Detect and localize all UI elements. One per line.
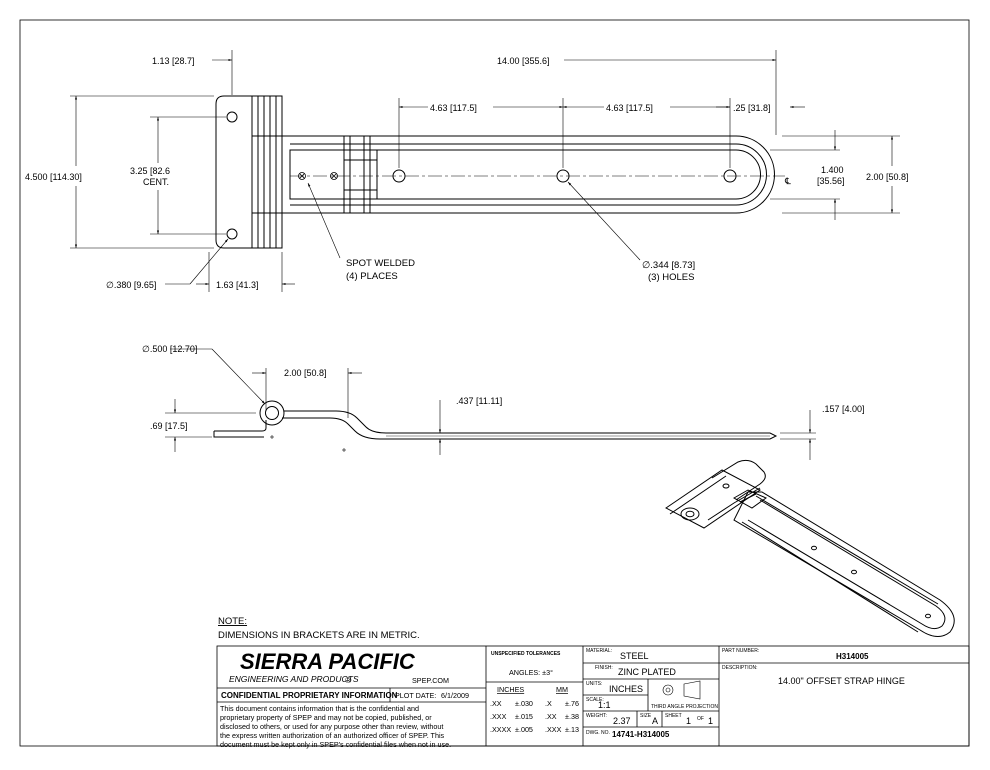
confidential-heading: CONFIDENTIAL PROPRIETARY INFORMATION bbox=[221, 691, 398, 700]
tol-row-1-mm: .X bbox=[545, 699, 552, 708]
callout-holes-count: (3) HOLES bbox=[648, 272, 694, 283]
dim-leaf-width-bottom: 1.63 [41.3] bbox=[216, 280, 259, 290]
dim-hole-spacing-1: 4.63 [117.5] bbox=[430, 103, 477, 113]
tol-row-3-mm-tol: ±.13 bbox=[565, 725, 579, 734]
side-view-labels: ∅.500 [12.70] 2.00 [50.8] .69 [17.5] .43… bbox=[142, 344, 865, 431]
callout-spot-welded-count: (4) PLACES bbox=[346, 271, 398, 282]
dim-strap-width: 2.00 [50.8] bbox=[866, 172, 909, 182]
title-block-text: SIERRA PACIFIC ENGINEERING AND PRODUCTS … bbox=[220, 648, 905, 749]
part-number-label: PART NUMBER: bbox=[722, 648, 759, 654]
dim-hole-center: 3.25 [82.6 bbox=[130, 166, 170, 176]
confidential-line-3: disclosed to others, or used for any pur… bbox=[220, 722, 443, 731]
projection-label: THIRD ANGLE PROJECTION bbox=[651, 704, 718, 710]
weight-value: 2.37 bbox=[613, 716, 631, 726]
drawing-number: 14741-H314005 bbox=[612, 730, 670, 739]
notes: NOTE: DIMENSIONS IN BRACKETS ARE IN METR… bbox=[218, 616, 420, 641]
scale-label: SCALE: bbox=[586, 697, 604, 703]
callout-holes-dia: ∅.344 [8.73] bbox=[642, 260, 695, 271]
dim-thickness-mid: .437 [11.11] bbox=[456, 396, 502, 406]
tol-row-1-in-tol: ±.030 bbox=[515, 699, 533, 708]
plot-date: 6/1/2009 bbox=[441, 691, 469, 700]
callout-spot-welded: SPOT WELDED bbox=[346, 258, 415, 269]
company-name: SIERRA PACIFIC bbox=[240, 649, 416, 674]
confidential-line-4: the express written authorization of an … bbox=[220, 731, 445, 740]
top-view-labels: 1.13 [28.7] 14.00 [355.6] 4.63 [117.5] 4… bbox=[25, 56, 909, 290]
dim-strap-inner-metric: [35.56] bbox=[817, 176, 845, 186]
centerline-symbol: ℄ bbox=[784, 176, 791, 186]
note-title: NOTE: bbox=[218, 616, 247, 627]
tolerance-mm-label: MM bbox=[556, 685, 568, 694]
weight-label: WEIGHT: bbox=[586, 713, 607, 719]
tol-row-3-mm: .XXX bbox=[545, 725, 562, 734]
finish-label: FINISH: bbox=[595, 665, 613, 671]
tol-row-3-in: .XXXX bbox=[490, 725, 511, 734]
dim-leaf-hole-dia: ∅.380 [9.65] bbox=[106, 280, 156, 290]
sheet-border bbox=[19, 19, 970, 747]
sheet-of-label: OF bbox=[697, 716, 704, 722]
title-block bbox=[216, 645, 970, 747]
confidential-line-1: This document contains information that … bbox=[220, 704, 419, 713]
drawing-number-label: DWG. NO. bbox=[586, 730, 610, 736]
dim-strap-inner: 1.400 bbox=[821, 165, 844, 175]
dim-offset-length: 2.00 [50.8] bbox=[284, 368, 327, 378]
tol-row-1-mm-tol: ±.76 bbox=[565, 699, 579, 708]
description: 14.00" OFFSET STRAP HINGE bbox=[778, 676, 905, 686]
projection-symbol bbox=[662, 680, 701, 700]
part-number: H314005 bbox=[836, 652, 869, 661]
company-website: SPEP.COM bbox=[412, 676, 449, 685]
dim-pin-dia: ∅.500 [12.70] bbox=[142, 344, 197, 354]
material-label: MATERIAL: bbox=[586, 648, 612, 654]
confidential-line-5: document must be kept only in SPEP's con… bbox=[220, 740, 451, 749]
dim-overall-height: 4.500 [114.30] bbox=[25, 172, 82, 182]
size-value: A bbox=[652, 716, 658, 726]
material-value: STEEL bbox=[620, 651, 649, 661]
dim-overall-length: 14.00 [355.6] bbox=[497, 56, 550, 66]
sheet-total: 1 bbox=[708, 716, 713, 726]
sheet-label: SHEET bbox=[665, 713, 682, 719]
description-label: DESCRIPTION: bbox=[722, 665, 758, 671]
dim-hole-center-cent: CENT. bbox=[143, 177, 169, 187]
top-view-dimensions bbox=[70, 50, 900, 292]
scale-value: 1:1 bbox=[598, 700, 611, 710]
tol-row-1-in: .XX bbox=[490, 699, 502, 708]
top-view bbox=[215, 95, 785, 249]
size-label: SIZE bbox=[640, 713, 652, 719]
tol-row-2-mm: .XX bbox=[545, 712, 557, 721]
note-text: DIMENSIONS IN BRACKETS ARE IN METRIC. bbox=[218, 630, 420, 641]
plot-date-label: PLOT DATE: bbox=[395, 691, 436, 700]
dim-hole-spacing-2: 4.63 [117.5] bbox=[606, 103, 653, 113]
isometric-view bbox=[665, 459, 955, 637]
dim-offset-height: .69 [17.5] bbox=[150, 421, 188, 431]
tolerances-heading: UNSPECIFIED TOLERANCES bbox=[491, 651, 561, 657]
tol-row-2-in: .XXX bbox=[490, 712, 507, 721]
tol-row-3-in-tol: ±.005 bbox=[515, 725, 533, 734]
tol-row-2-in-tol: ±.015 bbox=[515, 712, 533, 721]
confidential-line-2: proprietary property of SPEP and may not… bbox=[220, 713, 432, 722]
company-subtitle: ENGINEERING AND PRODUCTS bbox=[229, 674, 359, 684]
finish-value: ZINC PLATED bbox=[618, 667, 676, 677]
sheet-value: 1 bbox=[686, 716, 691, 726]
dim-thickness-end: .157 [4.00] bbox=[822, 404, 865, 414]
tol-row-2-mm-tol: ±.38 bbox=[565, 712, 579, 721]
side-view-dimensions bbox=[165, 348, 816, 460]
dim-leaf-width: 1.13 [28.7] bbox=[152, 56, 195, 66]
dim-end-offset: .25 [31.8] bbox=[733, 103, 771, 113]
tolerance-angles: ANGLES: ±3° bbox=[509, 668, 553, 677]
units-value: INCHES bbox=[609, 684, 643, 694]
units-label: UNITS: bbox=[586, 681, 602, 687]
registered-mark: ® bbox=[345, 675, 352, 685]
side-view bbox=[213, 400, 778, 440]
tolerance-inches-label: INCHES bbox=[497, 685, 524, 694]
